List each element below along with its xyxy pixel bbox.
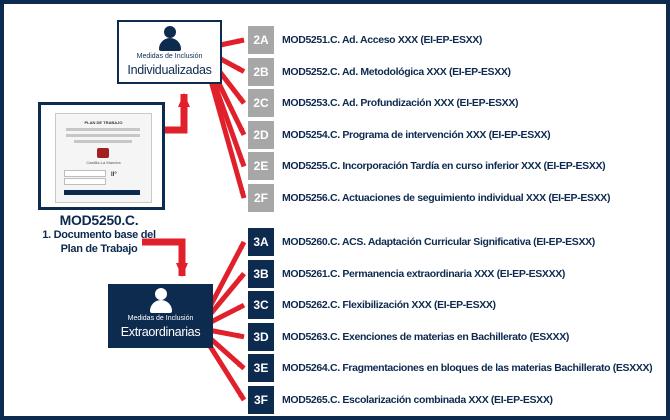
- item-code-3c: 3C: [248, 291, 274, 320]
- box-small-label: Medidas de Inclusión: [127, 315, 194, 322]
- document-title-line2: Plan de Trabajo: [60, 243, 138, 255]
- box-small-label: Medidas de Inclusión: [136, 53, 203, 60]
- item-text-3c: MOD5262.C. Flexibilización XXX (EI-EP-ES…: [282, 299, 496, 312]
- item-code-3d: 3D: [248, 322, 274, 351]
- document-title-line1: 1. Documento base del: [42, 229, 156, 241]
- person-icon: [149, 288, 172, 314]
- item-text-2b: MOD5252.C. Ad. Metodológica XXX (EI-EP-E…: [282, 65, 511, 78]
- item-text-3a: MOD5260.C. ACS. Adaptación Curricular Si…: [282, 236, 595, 248]
- item-code-3f: 3F: [248, 386, 274, 414]
- item-text-2d: MOD5254.C. Programa de intervención XXX …: [282, 128, 551, 141]
- document-label: MOD5250.C. 1. Documento base del Plan de…: [28, 212, 170, 256]
- item-text-3b: MOD5261.C. Permanencia extraordinaria XX…: [282, 267, 566, 280]
- item-text-2e: MOD5255.C. Incorporación Tardía en curso…: [282, 160, 606, 173]
- item-code-2f: 2F: [248, 184, 274, 212]
- arrow-to-2f: [203, 62, 247, 199]
- document-thumbnail: PLAN DE TRABAJO Castilla-La Mancha II°: [38, 102, 165, 210]
- box-individualizadas: Medidas de Inclusión Individualizadas: [117, 20, 222, 84]
- item-text-2f: MOD5256.C. Actuaciones de seguimiento in…: [282, 192, 611, 204]
- item-code-2a: 2A: [248, 26, 274, 54]
- box-big-label: Individualizadas: [127, 63, 212, 77]
- document-thumb-org: Castilla-La Mancha: [86, 160, 121, 165]
- item-text-2c: MOD5253.C. Ad. Profundización XXX (EI-EP…: [282, 97, 519, 110]
- item-text-3f: MOD5265.C. Escolarización combinada XXX …: [282, 394, 553, 406]
- item-code-2b: 2B: [248, 57, 274, 86]
- item-code-2d: 2D: [248, 120, 274, 149]
- box-big-label: Extraordinarias: [120, 325, 201, 339]
- item-code-3e: 3E: [248, 354, 274, 383]
- crest-icon: [97, 148, 109, 158]
- item-code-2e: 2E: [248, 152, 274, 181]
- item-code-3a: 3A: [248, 228, 274, 256]
- box-extraordinarias: Medidas de Inclusión Extraordinarias: [108, 284, 213, 348]
- document-code: MOD5250.C.: [59, 212, 139, 228]
- person-icon: [158, 26, 181, 52]
- item-text-3d: MOD5263.C. Exenciones de materias en Bac…: [282, 330, 570, 343]
- document-page-image: PLAN DE TRABAJO Castilla-La Mancha II°: [55, 113, 152, 203]
- item-code-3b: 3B: [248, 259, 274, 288]
- item-text-2a: MOD5251.C. Ad. Acceso XXX (EI-EP-ESXX): [282, 34, 483, 46]
- arrow-document-to-extraordinarias: [142, 238, 188, 277]
- item-text-3e: MOD5264.C. Fragmentaciones en bloques de…: [282, 362, 653, 375]
- document-thumb-title: PLAN DE TRABAJO: [84, 120, 123, 125]
- item-code-2c: 2C: [248, 89, 274, 118]
